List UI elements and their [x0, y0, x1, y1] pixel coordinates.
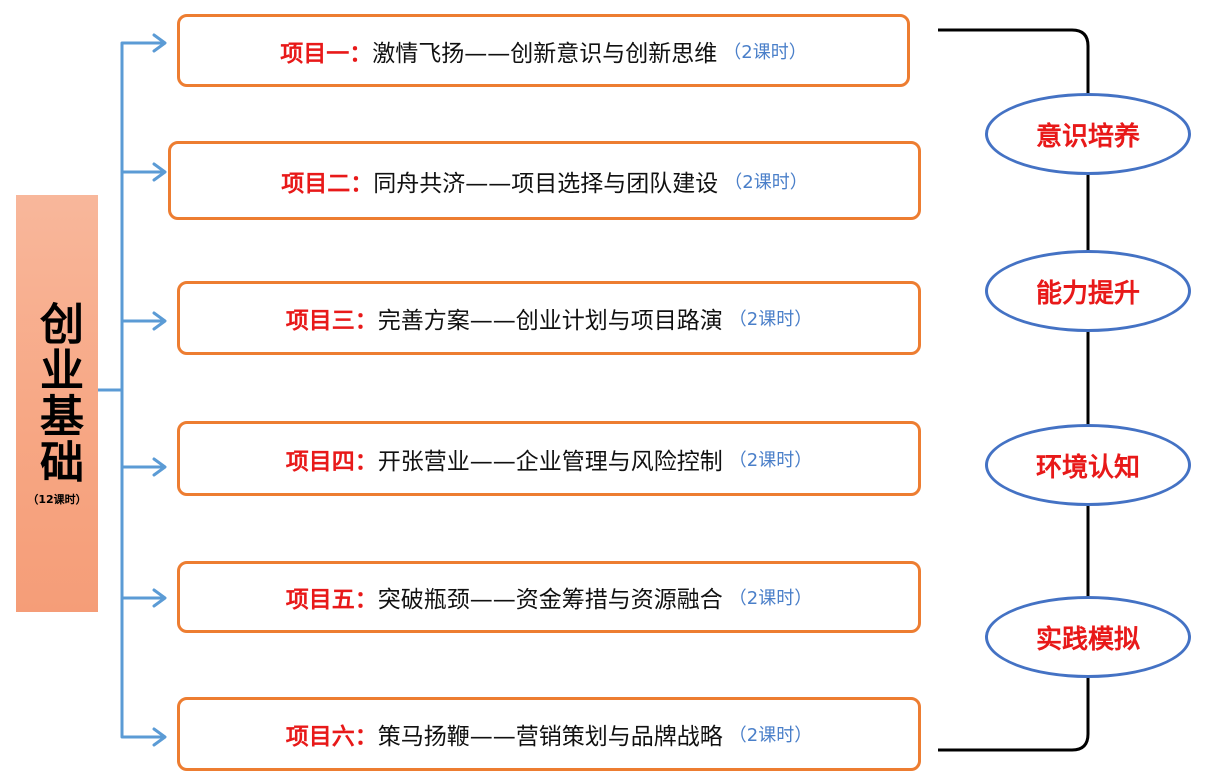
project-hours: （2课时）	[728, 725, 813, 746]
project-hours: （2课时）	[723, 41, 807, 63]
arrow-5	[120, 588, 167, 608]
project-box-3: 项目三：完善方案——创业计划与项目路演（2课时）	[177, 281, 921, 355]
project-topic: 开张营业——企业管理与风险控制	[377, 448, 723, 475]
project-hours: （2课时）	[728, 449, 813, 471]
stage-oval-ability: 能力提升	[985, 250, 1191, 332]
project-box-1: 项目一：激情飞扬——创新意识与创新思维（2课时）	[177, 14, 910, 87]
arrow-3	[120, 311, 167, 331]
project-colon: ：	[354, 587, 378, 613]
project-colon: ：	[354, 724, 378, 750]
foundation-panel: 创业基础 （12课时）	[16, 195, 98, 612]
stage-oval-environment: 环境认知	[985, 424, 1191, 506]
project-hours: （2课时）	[724, 171, 808, 193]
project-label: 项目一	[280, 40, 350, 67]
arrow-1	[120, 33, 167, 53]
project-colon: ：	[350, 170, 374, 197]
project-topic: 完善方案——创业计划与项目路演	[377, 308, 723, 334]
project-box-5: 项目五：突破瓶颈——资金筹措与资源融合（2课时）	[177, 561, 921, 633]
project-hours: （2课时）	[728, 588, 813, 609]
project-colon: ：	[349, 40, 373, 67]
stage-oval-practice: 实践模拟	[985, 596, 1191, 678]
project-label: 项目四	[285, 448, 355, 475]
project-topic: 策马扬鞭——营销策划与品牌战略	[377, 724, 723, 750]
arrow-4	[120, 457, 167, 477]
project-topic: 激情飞扬——创新意识与创新思维	[372, 40, 718, 67]
foundation-title: 创业基础	[32, 300, 83, 485]
project-box-6: 项目六：策马扬鞭——营销策划与品牌战略（2课时）	[177, 697, 921, 771]
right-bracket	[938, 28, 1090, 752]
foundation-hours: （12课时）	[27, 492, 87, 506]
project-hours: （2课时）	[728, 309, 813, 330]
project-box-4: 项目四：开张营业——企业管理与风险控制（2课时）	[177, 421, 921, 496]
arrow-2	[120, 162, 167, 182]
project-label: 项目三	[285, 308, 355, 334]
project-colon: ：	[354, 308, 378, 334]
project-topic: 同舟共济——项目选择与团队建设	[373, 170, 719, 197]
project-label: 项目五	[285, 587, 355, 613]
project-colon: ：	[354, 448, 378, 475]
project-label: 项目六	[285, 724, 355, 750]
project-label: 项目二	[281, 170, 351, 197]
arrow-6	[120, 727, 167, 747]
project-topic: 突破瓶颈——资金筹措与资源融合	[377, 587, 723, 613]
project-box-2: 项目二：同舟共济——项目选择与团队建设（2课时）	[168, 141, 921, 220]
stage-oval-awareness: 意识培养	[985, 93, 1191, 175]
